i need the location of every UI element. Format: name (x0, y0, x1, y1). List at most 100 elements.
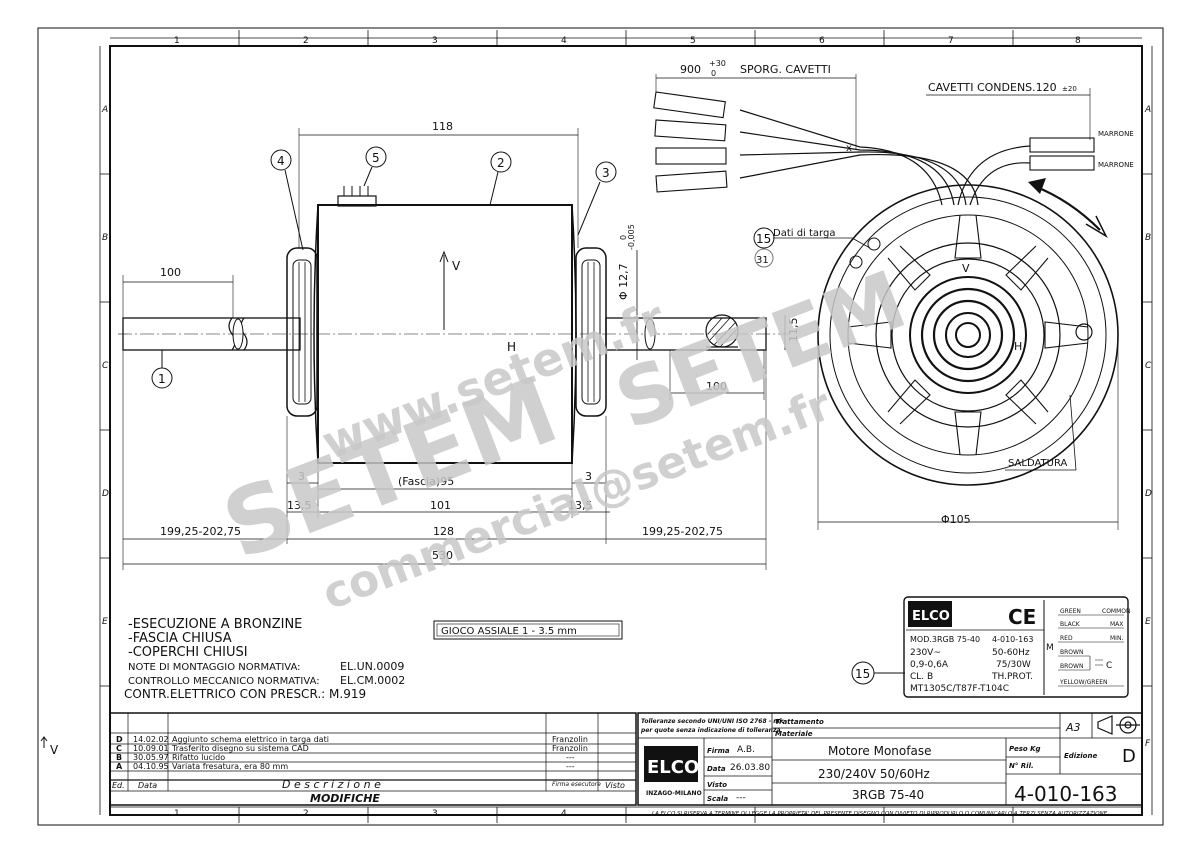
col-label: 6 (819, 36, 825, 46)
cable-900: 900 (680, 63, 701, 76)
side-lug (849, 255, 863, 269)
rev-exec: --- (566, 762, 575, 771)
v-axis-arrow (439, 250, 449, 330)
wire-fn: MIN. (1110, 635, 1123, 642)
nameplate-ce: CE (1008, 605, 1036, 629)
title-block: Tolleranze secondo UNI/UNI ISO 2768 - mk… (637, 712, 1143, 817)
rev-modifiche: MODIFICHE (310, 792, 380, 805)
svg-text:2: 2 (497, 156, 505, 170)
rev-ed: D (116, 735, 123, 744)
shaft-section-hatch (707, 317, 739, 348)
cable-connectors-right (1029, 137, 1095, 171)
marrone-2: MARRONE (1098, 161, 1134, 169)
terminal-pins (343, 186, 369, 196)
body-left-flare (313, 204, 319, 464)
col-label: 4 (561, 809, 567, 819)
balloons: 1 2 3 4 5 15 15 (151, 146, 905, 685)
wire-color: RED (1060, 635, 1073, 642)
row-label: D (102, 489, 109, 499)
rev-ed: B (116, 753, 122, 762)
col-label: 1 (174, 36, 180, 46)
cable-tol-lower: 0 (711, 69, 716, 78)
ref-31-circle (754, 248, 774, 268)
side-ring (932, 299, 1004, 371)
note-coperchi: -COPERCHI CHIUSI (128, 645, 248, 660)
nameplate-logo-box (908, 601, 952, 627)
side-ring (875, 242, 1061, 428)
right-endcap-inner (581, 259, 601, 405)
side-spokes (847, 214, 1089, 456)
firma-value: A.B. (737, 745, 755, 755)
col-label: 2 (303, 809, 309, 819)
front-dimensions: 118 100 100 Φ 12,7 0 -0,005 11,5 3 3 13,… (122, 120, 800, 570)
dim-100-left: 100 (160, 266, 181, 279)
row-label: E (1145, 617, 1151, 627)
wire-color: GREEN (1060, 608, 1081, 615)
wire-color: YELLOW/GREEN (1059, 679, 1108, 686)
svg-text:15: 15 (855, 667, 870, 681)
wire-lines (1058, 614, 1124, 687)
cable-label: SPORG. CAVETTI (740, 63, 831, 76)
side-lug (1075, 323, 1093, 341)
nameplate-thprot: TH.PROT. (991, 672, 1033, 682)
footer-note: LA ELCO SI RISERVA A TERMINE DI LEGGE LA… (652, 811, 1108, 817)
col-label: 7 (948, 36, 954, 46)
nameplate-m: M (1046, 643, 1054, 653)
rev-date: 14.02.02 (133, 735, 169, 744)
nrif-label: N° Ril. (1009, 762, 1034, 770)
note-bronzine: -ESECUZIONE A BRONZINE (128, 617, 302, 632)
nameplate-cap: C (1106, 661, 1112, 671)
saldatura-label: SALDATURA (1008, 458, 1068, 469)
nameplate-current: 0,9-0,6A (910, 660, 949, 670)
rev-header-firma: Firma esecutore (552, 781, 601, 788)
note-fascia: -FASCIA CHIUSA (128, 631, 232, 646)
edizione-label: Edizione (1064, 752, 1097, 760)
tolleranze-1: Tolleranze secondo UNI/UNI ISO 2768 - mk (641, 718, 785, 725)
side-ring (909, 276, 1027, 394)
left-endcap (286, 247, 318, 417)
svg-text:5: 5 (372, 151, 380, 165)
projection-symbol-icon (1097, 715, 1140, 735)
side-ring (955, 322, 981, 348)
balloon-15-nameplate: 15 (851, 661, 905, 685)
rev-date: 30.05.97 (133, 753, 169, 762)
rev-desc: Trasferito disegno su sistema CAD (171, 744, 309, 753)
rotation-arrow-tail (1085, 215, 1108, 238)
note-montaggio-value: EL.UN.0009 (340, 660, 404, 673)
note-montaggio-label: NOTE DI MONTAGGIO NORMATIVA: (128, 662, 301, 673)
dim-13-5-left: 13,5 (287, 499, 312, 512)
balloon-15-side: 15 (753, 227, 775, 249)
dim-100-right: 100 (706, 380, 727, 393)
nameplate-frame (903, 596, 1129, 698)
dim-199-right: 199,25-202,75 (642, 525, 723, 538)
gioco-text: GIOCO ASSIALE 1 - 3.5 mm (441, 626, 577, 637)
row-label: D (1145, 489, 1152, 499)
nameplate-mod: MOD.3RGB 75-40 (910, 635, 980, 644)
col-label: 3 (432, 809, 438, 819)
svg-text:3: 3 (602, 166, 610, 180)
gioco-box-inner (436, 623, 620, 637)
v-axis-label: V (452, 259, 461, 273)
rev-exec: --- (566, 753, 575, 762)
nameplate-wires: GREEN COMMON BLACK MAX RED MIN. BROWN BR… (1058, 608, 1130, 687)
motor-body (317, 204, 573, 464)
dim-3-left: 3 (298, 470, 305, 483)
rotation-arrow-head (1028, 178, 1046, 194)
edizione-value: D (1122, 746, 1136, 767)
data-value: 26.03.80 (730, 763, 770, 773)
dim-11-5: 11,5 (787, 318, 800, 343)
side-v-mark: V (50, 743, 59, 757)
visto-label: Visto (707, 781, 727, 789)
title-logo: ELCO (647, 757, 699, 778)
column-labels-bottom: 1 2 3 4 (174, 809, 567, 819)
row-label: B (1145, 233, 1151, 243)
svg-text:15: 15 (756, 232, 771, 246)
rev-date: 04.10.95 (133, 762, 169, 771)
rev-header-data: Data (138, 781, 157, 790)
dim-118: 118 (432, 120, 453, 133)
scala-value: --- (736, 793, 746, 803)
row-label: F (1145, 739, 1151, 749)
title-model: 3RGB 75-40 (852, 788, 924, 802)
side-h-label: H (1014, 340, 1022, 353)
